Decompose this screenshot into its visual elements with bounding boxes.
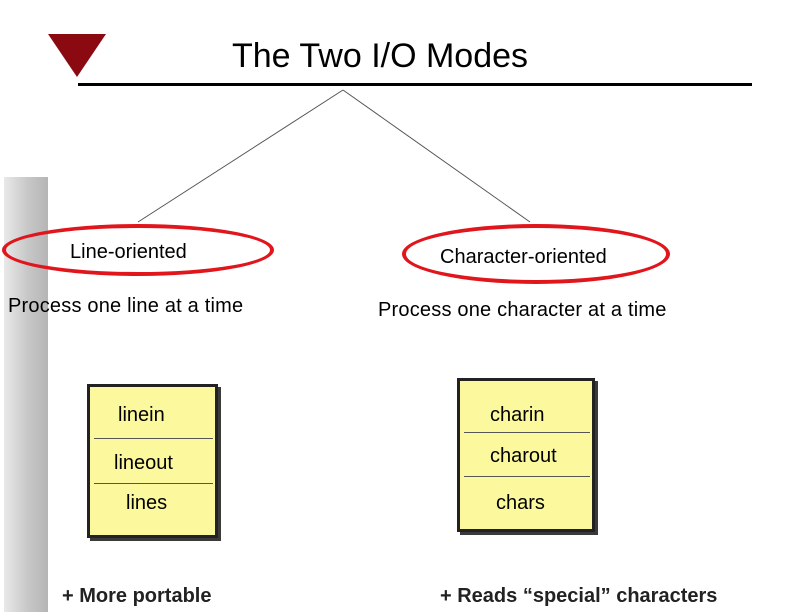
- left-item-linein: linein: [118, 404, 165, 426]
- left-item-lines: lines: [126, 492, 168, 514]
- right-item-chars: chars: [496, 492, 545, 514]
- left-description: Process one line at a time: [8, 295, 244, 317]
- title-underline: [78, 83, 752, 86]
- left-separator-1: [94, 438, 213, 439]
- right-separator-1: [464, 432, 590, 433]
- right-command-box: charin charout chars: [457, 378, 595, 532]
- left-separator-2: [94, 483, 213, 484]
- right-separator-2: [464, 476, 590, 477]
- triangle-logo-icon: [48, 34, 106, 77]
- right-description: Process one character at a time: [378, 299, 667, 321]
- right-heading-highlight-ellipse: [402, 224, 670, 284]
- left-command-box: linein lineout lines: [87, 384, 218, 538]
- left-heading: Line-oriented: [70, 241, 187, 263]
- right-item-charin: charin: [490, 404, 545, 426]
- left-heading-highlight-ellipse: [2, 224, 274, 276]
- right-item-charout: charout: [490, 445, 557, 467]
- page-title: The Two I/O Modes: [231, 37, 529, 75]
- left-item-lineout: lineout: [114, 452, 173, 474]
- left-footer: + More portable: [62, 585, 212, 607]
- right-heading: Character-oriented: [440, 246, 607, 268]
- right-footer: + Reads “special” characters: [440, 585, 718, 607]
